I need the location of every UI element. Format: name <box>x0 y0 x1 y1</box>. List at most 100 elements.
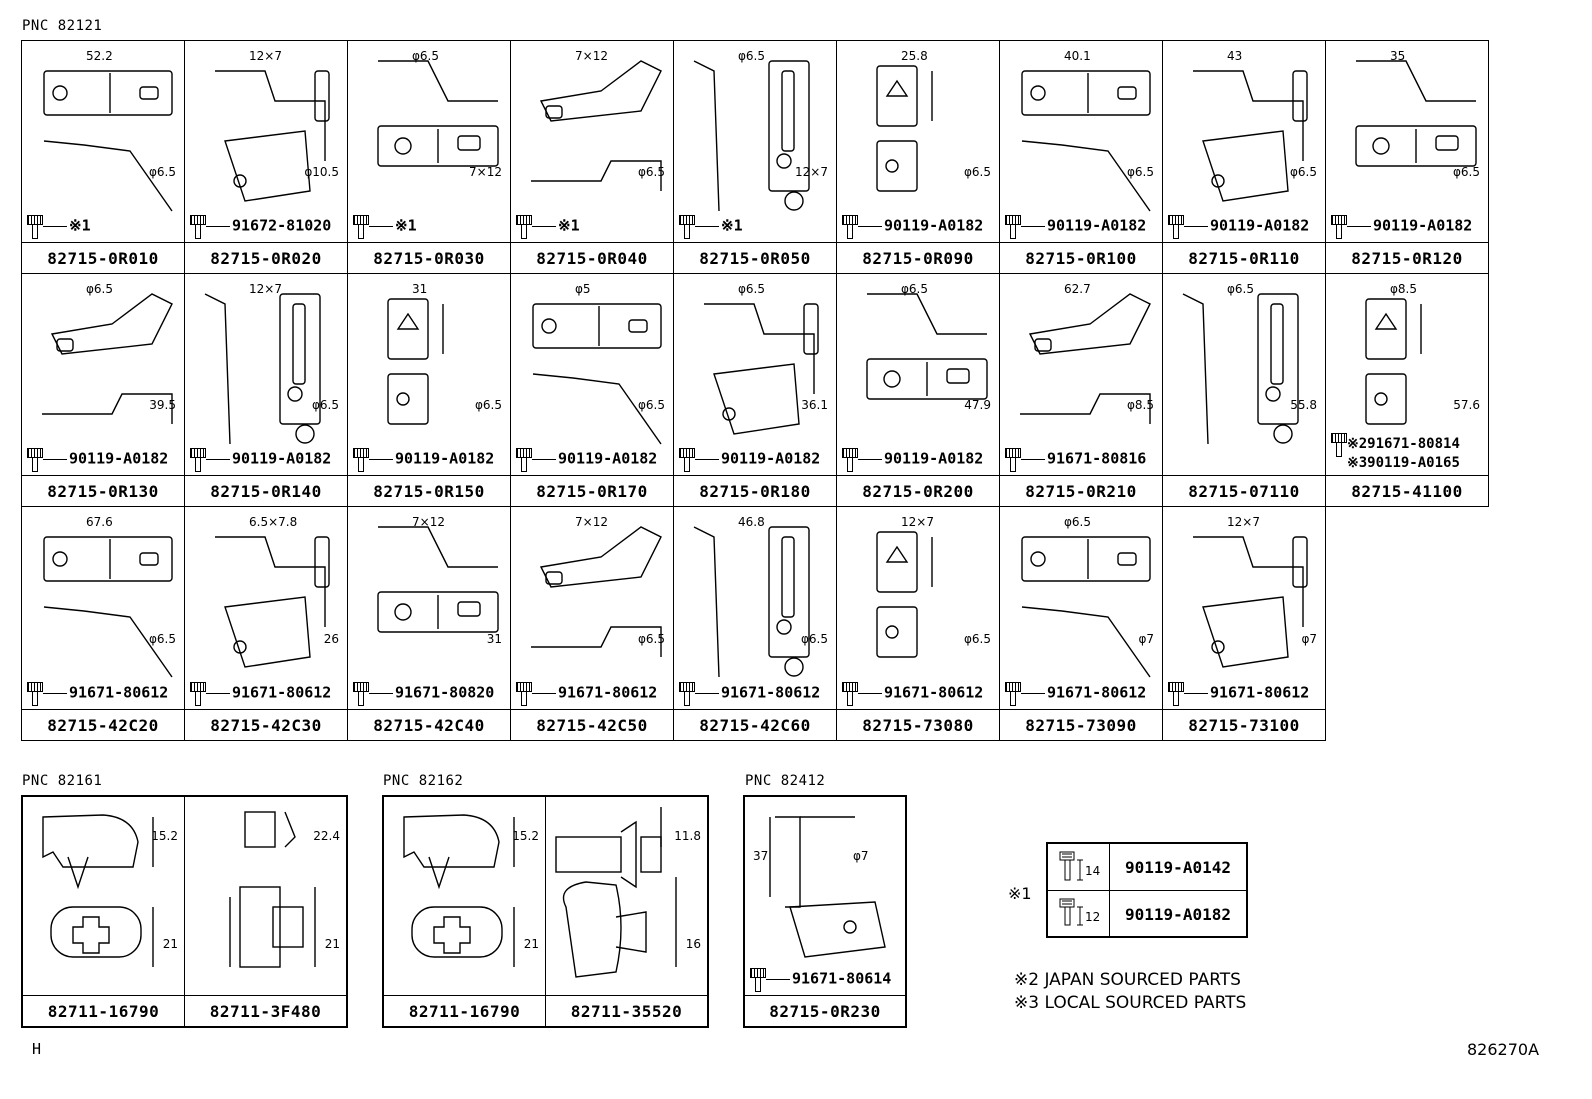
fastener-callout: 91671-80614 <box>748 968 891 992</box>
svg-text:14: 14 <box>1085 864 1100 878</box>
dimension-label: 67.6 <box>86 515 113 529</box>
dimension-label: φ6.5 <box>312 398 339 412</box>
dimension-label: 52.2 <box>86 49 113 63</box>
bolt-icon <box>1003 215 1021 239</box>
bracket-drawing <box>693 526 810 678</box>
legend-part-number: 90119-A0142 <box>1125 857 1231 877</box>
bolt-icon <box>1329 433 1347 457</box>
dimension-label: 7×12 <box>469 165 502 179</box>
dimension-label: 21 <box>162 937 178 951</box>
part-number: 82715-0R210 <box>1000 475 1162 506</box>
bolt-icon <box>351 682 369 706</box>
bolt-icon <box>1329 215 1347 239</box>
fastener-callout: ※291671-80814※390119-A0165 <box>1329 433 1460 472</box>
fastener-part: 91671-80612 <box>69 683 169 702</box>
fastener-part: 90119-A0182 <box>395 449 495 468</box>
fastener-part: ※390119-A0165 <box>1347 455 1460 471</box>
bolt-icon <box>25 448 43 472</box>
dimension-label: φ6.5 <box>638 632 665 646</box>
clip-drawing <box>403 814 515 967</box>
fastener-callout: 91671-80816 <box>1003 448 1146 472</box>
bracket-drawing <box>769 816 886 958</box>
fastener-part: 91671-80612 <box>232 683 332 702</box>
dimension-label: 16 <box>685 937 701 951</box>
bolt-icon <box>1166 682 1184 706</box>
clip-cell[interactable]: 15.2 21 82711-16790 <box>382 795 546 1028</box>
part-number: 82715-0R230 <box>745 995 905 1026</box>
dimension-label: φ6.5 <box>475 398 502 412</box>
bracket-drawing <box>377 526 499 633</box>
bolt-icon <box>748 968 766 992</box>
bolt-icon <box>351 448 369 472</box>
dimension-label: 12×7 <box>1227 515 1260 529</box>
part-number: 82715-0R200 <box>837 475 999 506</box>
dimension-label: φ6.5 <box>638 165 665 179</box>
fastener-callout: 91672-81020 <box>188 215 331 239</box>
fastener-part: ※1 <box>69 216 91 235</box>
clip-cell[interactable]: 22.4 21 82711-3F480 <box>184 795 348 1028</box>
dimension-label: φ6.5 <box>149 632 176 646</box>
fastener-callout: ※1 <box>514 215 580 239</box>
fastener-part: 90119-A0182 <box>558 449 658 468</box>
fastener-part: 91671-80612 <box>721 683 821 702</box>
bolt-icon: 12 <box>1048 891 1110 937</box>
pnc-label-82412: PNC 82412 <box>745 773 826 789</box>
dimension-label: 12×7 <box>901 515 934 529</box>
bracket-drawing <box>1182 293 1299 445</box>
part-number: 82715-42C30 <box>185 709 347 740</box>
bracket-cell[interactable]: 37 φ7 91671-80614 82715-0R230 <box>743 795 907 1028</box>
dimension-label: φ7 <box>1138 632 1154 646</box>
bolt-icon <box>514 682 532 706</box>
fastener-part: 90119-A0182 <box>1373 216 1473 235</box>
fastener-callout: 90119-A0182 <box>188 448 331 472</box>
bracket-drawing <box>531 60 662 191</box>
clip-cell[interactable]: 11.8 16 82711-35520 <box>545 795 709 1028</box>
svg-text:12: 12 <box>1085 910 1100 924</box>
dimension-label: 22.4 <box>313 829 340 843</box>
dimension-label: 21 <box>523 937 539 951</box>
dimension-label: φ6.5 <box>738 49 765 63</box>
fastener-part: 91671-80612 <box>558 683 658 702</box>
fastener-part: 90119-A0182 <box>69 449 169 468</box>
dimension-label: φ8.5 <box>1127 398 1154 412</box>
dimension-label: 36.1 <box>801 398 828 412</box>
fastener-part: 90119-A0182 <box>884 449 984 468</box>
dimension-label: 15.2 <box>151 829 178 843</box>
bolt-icon <box>1003 682 1021 706</box>
dimension-label: φ6.5 <box>412 49 439 63</box>
clip-cell[interactable]: 15.2 21 82711-16790 <box>21 795 185 1028</box>
corner-letter: H <box>32 1040 42 1058</box>
bolt-icon <box>840 215 858 239</box>
dimension-label: 25.8 <box>901 49 928 63</box>
part-number: 82715-0R030 <box>348 242 510 273</box>
pnc-label-82161: PNC 82161 <box>22 773 103 789</box>
dimension-label: 11.8 <box>674 829 701 843</box>
bolt-icon <box>677 448 695 472</box>
